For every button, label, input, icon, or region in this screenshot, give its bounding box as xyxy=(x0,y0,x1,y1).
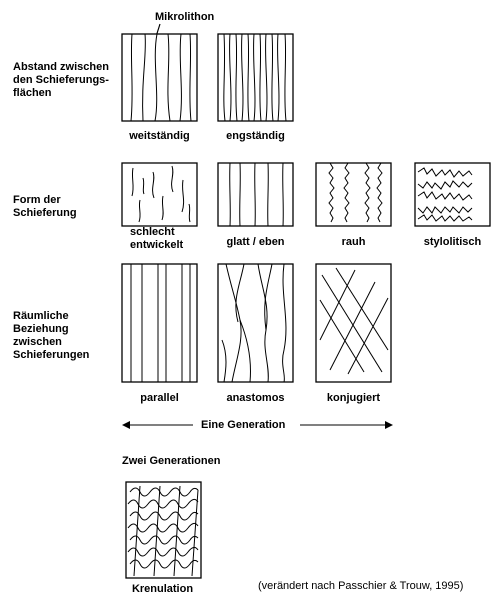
fig-stylolitisch xyxy=(414,162,491,227)
row-label-spacing: Abstand zwischen den Schieferungs- fläch… xyxy=(13,61,109,99)
caption-weitstaendig: weitständig xyxy=(129,130,190,142)
generation-two-label: Zwei Generationen xyxy=(122,455,221,467)
row-label-relation: Räumliche Beziehung zwischen Schieferung… xyxy=(13,310,90,361)
caption-krenulation: Krenulation xyxy=(131,583,194,595)
generation-arrow xyxy=(122,421,393,429)
fig-parallel xyxy=(121,263,198,383)
caption-schlecht-entwickelt: schlecht entwickelt xyxy=(130,226,184,251)
fig-krenulation xyxy=(125,481,202,579)
caption-rauh: rauh xyxy=(341,236,366,248)
fig-engstaendig xyxy=(217,33,294,122)
source-note: (verändert nach Passchier & Trouw, 1995) xyxy=(258,580,464,592)
fig-schlecht-entwickelt xyxy=(121,162,198,227)
fig-glatt-eben xyxy=(217,162,294,227)
caption-stylolitisch: stylolitisch xyxy=(423,236,482,248)
fig-anastomos xyxy=(217,263,294,383)
caption-konjugiert: konjugiert xyxy=(326,392,381,404)
fig-konjugiert xyxy=(315,263,392,383)
caption-glatt-eben: glatt / eben xyxy=(226,236,285,248)
microlithon-label: Mikrolithon xyxy=(155,11,215,23)
row-label-form: Form der Schieferung xyxy=(13,194,77,219)
caption-engstaendig: engständig xyxy=(226,130,285,142)
fig-weitstaendig xyxy=(121,33,198,122)
caption-anastomos: anastomos xyxy=(226,392,285,404)
generation-one-label: Eine Generation xyxy=(201,419,286,431)
fig-rauh xyxy=(315,162,392,227)
caption-parallel: parallel xyxy=(140,392,179,404)
